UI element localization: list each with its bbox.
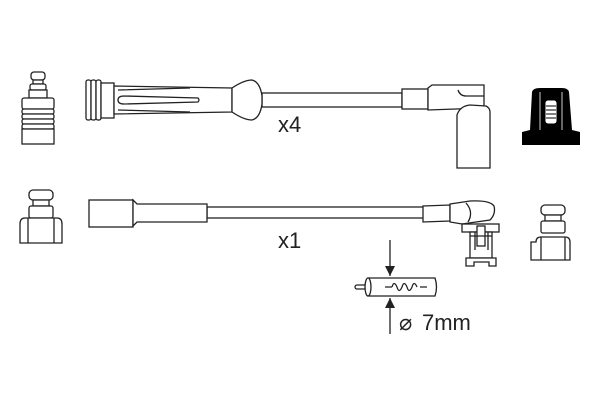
cable-cross-section-icon — [354, 277, 438, 297]
spark-plug-terminal-bottom-right — [530, 204, 571, 261]
top-quantity-label: x4 — [278, 112, 302, 137]
diameter-symbol: ⌀ — [399, 310, 413, 335]
ignition-cable-top — [85, 79, 491, 169]
diameter-arrows-icon — [385, 240, 395, 334]
ignition-cable-bottom — [88, 198, 500, 267]
spark-plug-terminal-bottom-left — [19, 189, 63, 244]
bottom-quantity-label: x1 — [278, 228, 302, 253]
distributor-cap-terminal — [522, 88, 580, 145]
spark-plug-terminal-top-left — [21, 71, 55, 145]
diameter-label: 7mm — [422, 310, 471, 335]
